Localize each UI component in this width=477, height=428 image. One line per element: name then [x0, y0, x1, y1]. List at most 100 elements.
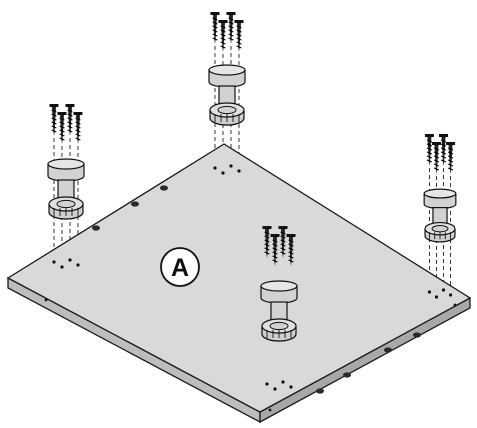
screw-thread: [440, 147, 447, 151]
screw-thread: [288, 255, 294, 259]
screw-hole: [427, 290, 432, 294]
screw-thread: [447, 147, 454, 151]
screw-thread: [426, 139, 433, 143]
screw-thread: [433, 147, 440, 151]
dowel: [160, 185, 168, 191]
screw-thread: [433, 163, 440, 167]
screw-hole: [213, 166, 217, 170]
screw-hole: [434, 295, 439, 299]
screw-thread: [440, 143, 447, 147]
screw-head: [65, 104, 75, 107]
screw-thread: [272, 259, 278, 263]
dowel-icon: [316, 388, 324, 394]
screw-head: [218, 20, 228, 23]
screw-hole: [68, 258, 72, 262]
screw-thread: [75, 125, 81, 129]
screw-head: [446, 142, 456, 145]
screw-thread: [264, 239, 270, 243]
screw-head: [234, 20, 244, 23]
dowels: [92, 185, 421, 394]
screw-thread: [447, 163, 454, 167]
screw-thread: [433, 167, 440, 171]
screw-icon: [439, 134, 449, 166]
screw-hole: [76, 263, 80, 267]
screw-thread: [228, 25, 234, 29]
screw-thread: [288, 259, 294, 263]
screw-thread: [51, 113, 57, 117]
screw-thread: [67, 109, 73, 113]
screw-thread: [236, 45, 242, 49]
screw-thread: [51, 129, 57, 133]
screw-thread: [447, 159, 454, 163]
dowel: [343, 372, 351, 378]
screw-head: [439, 134, 449, 137]
screw-thread: [426, 159, 433, 163]
screw-thread: [75, 133, 81, 137]
screw-thread: [75, 117, 81, 121]
screw-thread: [212, 17, 218, 21]
screw-thread: [212, 29, 218, 33]
screw-icon: [234, 20, 244, 52]
screw-thread: [440, 159, 447, 163]
screw-thread: [426, 143, 433, 147]
leg-cap-top: [208, 64, 246, 76]
leg-icon: [47, 158, 85, 220]
screw-thread: [220, 37, 226, 41]
screw-thread: [264, 235, 270, 239]
screw-thread: [59, 121, 65, 125]
label-circle: [160, 247, 200, 287]
screw-hole: [229, 164, 233, 168]
screw-icon: [446, 142, 456, 174]
screw-thread: [236, 25, 242, 29]
leg-base-ring: [431, 225, 449, 233]
screw-thread: [220, 25, 226, 29]
screw-thread: [440, 139, 447, 143]
screw-icon: [262, 226, 272, 258]
screw-icon: [57, 112, 67, 144]
edge-hole: [268, 408, 272, 412]
screw-icon: [49, 104, 59, 136]
dowel: [131, 201, 139, 207]
leg-cap-top: [423, 188, 457, 199]
leg-base-ring: [217, 105, 237, 115]
screws: [49, 12, 456, 266]
screw-thread: [59, 117, 65, 121]
screw-thread: [212, 37, 218, 41]
screw-head: [73, 112, 83, 115]
screw-icon: [431, 142, 441, 174]
screw-thread: [272, 255, 278, 259]
screw-thread: [288, 243, 294, 247]
screw-thread: [75, 137, 81, 141]
screw-thread: [75, 121, 81, 125]
dowel-icon: [413, 332, 421, 338]
screw-thread: [67, 125, 73, 129]
screw-thread: [228, 17, 234, 21]
edge-hole: [44, 298, 48, 302]
screw-icon: [270, 234, 280, 266]
screw-thread: [433, 159, 440, 163]
screw-hole: [265, 382, 269, 386]
screw-thread: [264, 231, 270, 235]
screw-thread: [59, 125, 65, 129]
screw-thread: [220, 33, 226, 37]
leg-base-ring: [56, 199, 76, 209]
screw-hole: [441, 288, 446, 292]
screw-thread: [51, 121, 57, 125]
screw-thread: [288, 251, 294, 255]
screw-hole: [52, 260, 56, 264]
screw-head: [278, 226, 288, 229]
screw-thread: [51, 117, 57, 121]
screw-thread: [264, 243, 270, 247]
screw-thread: [280, 235, 286, 239]
screw-thread: [236, 41, 242, 45]
screw-head: [270, 234, 280, 237]
screw-thread: [280, 243, 286, 247]
screw-thread: [280, 251, 286, 255]
screw-thread: [228, 29, 234, 33]
screw-thread: [440, 151, 447, 155]
leg-base-ring: [269, 321, 289, 331]
screw-thread: [220, 45, 226, 49]
screw-head: [57, 112, 67, 115]
screw-thread: [236, 33, 242, 37]
